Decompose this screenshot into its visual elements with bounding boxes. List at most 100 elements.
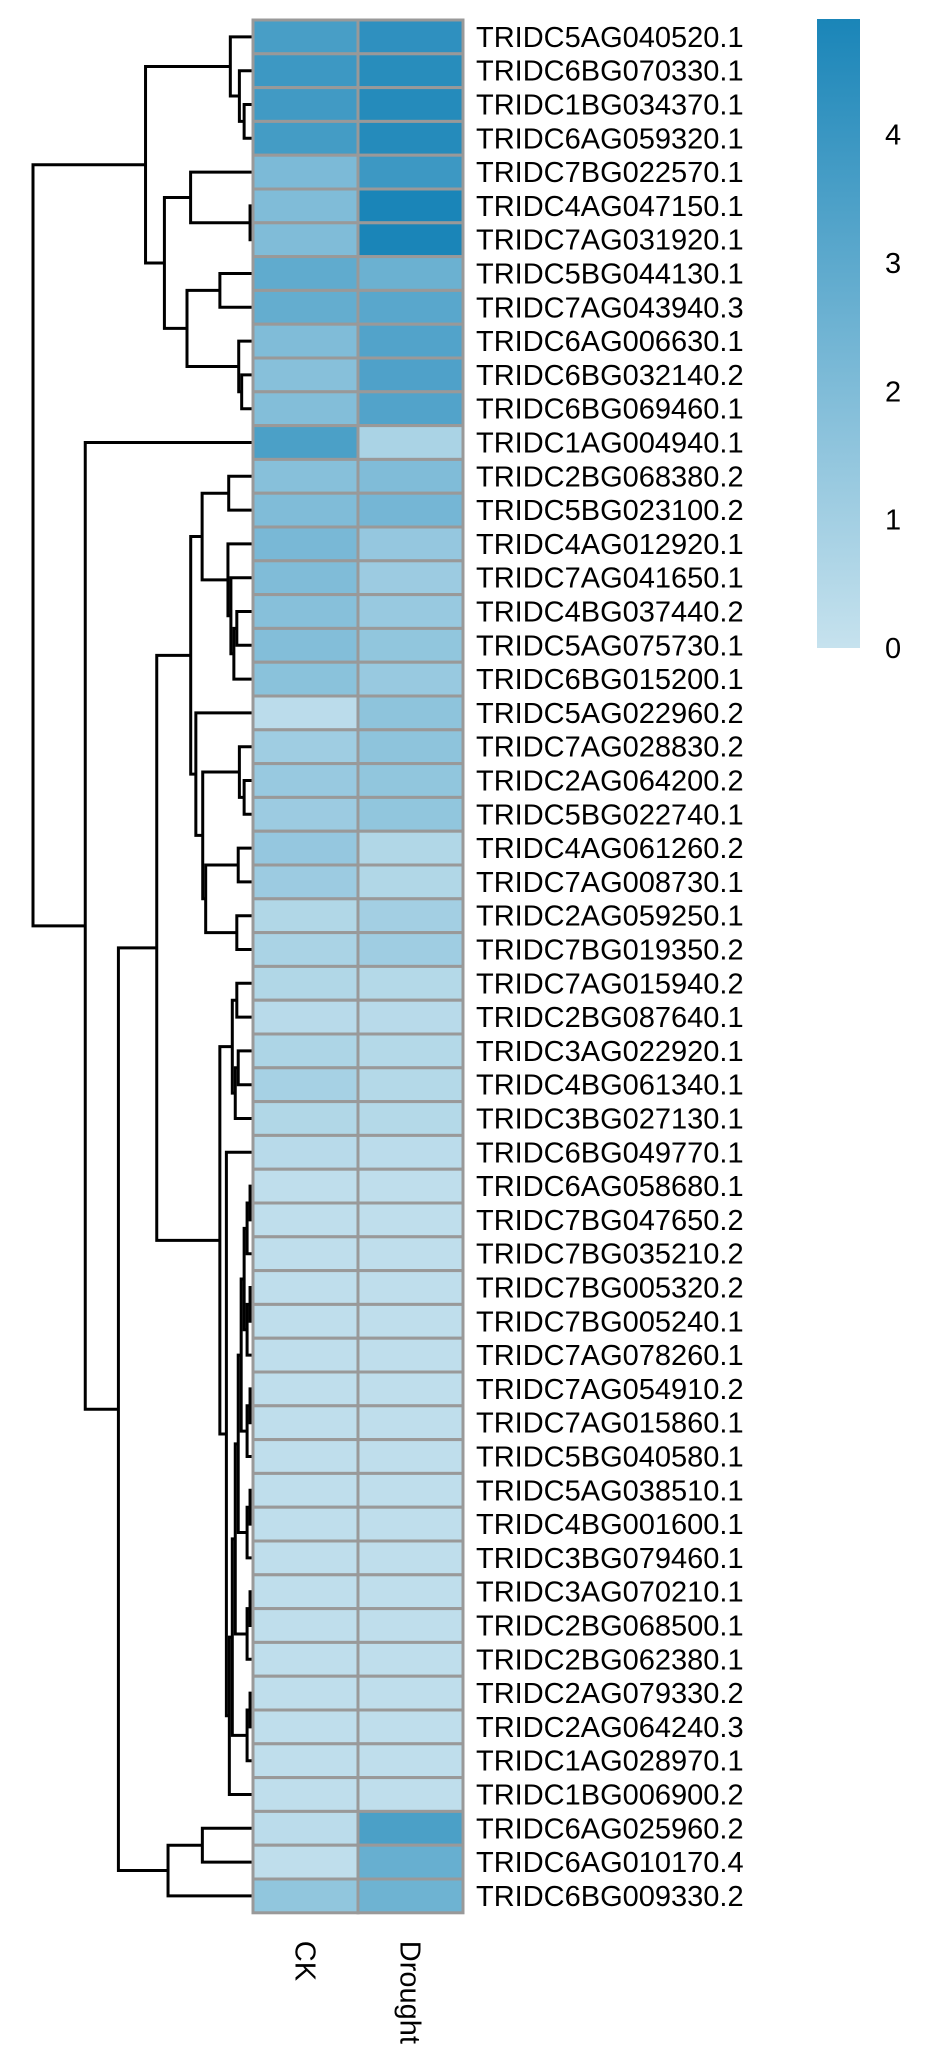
heatmap-cell	[356, 322, 465, 360]
row-label: TRIDC7AG015940.2	[476, 968, 744, 1000]
heatmap-cell	[251, 728, 360, 766]
row-label: TRIDC5BG044130.1	[476, 259, 744, 291]
heatmap-cell	[251, 660, 360, 698]
heatmap-cell	[251, 1708, 360, 1746]
heatmap-cell	[251, 897, 360, 935]
color-legend-tick-label: 4	[885, 120, 901, 152]
row-label: TRIDC6AG058680.1	[476, 1171, 744, 1203]
row-label: TRIDC6BG049770.1	[476, 1137, 744, 1169]
heatmap-cell	[356, 86, 465, 123]
heatmap-cell	[251, 1674, 360, 1712]
heatmap-cell	[251, 1539, 360, 1577]
heatmap-cell	[251, 694, 360, 732]
dendrogram-branch	[218, 272, 253, 309]
row-label: TRIDC5BG023100.2	[476, 495, 744, 527]
heatmap-cell	[251, 119, 360, 157]
dendrogram-branch	[242, 779, 253, 816]
row-label: TRIDC6BG069460.1	[476, 394, 744, 426]
heatmap-cell	[356, 829, 465, 867]
heatmap-cell	[251, 187, 360, 225]
row-label: TRIDC5BG022740.1	[476, 799, 744, 831]
row-label: TRIDC4BG037440.2	[476, 597, 744, 629]
heatmap-cell	[251, 829, 360, 867]
row-label: TRIDC1BG034370.1	[476, 90, 744, 122]
heatmap-cell	[356, 221, 465, 259]
row-dendrogram	[31, 35, 253, 1898]
row-label: TRIDC5BG040580.1	[476, 1442, 744, 1474]
heatmap-cell	[251, 1201, 360, 1239]
dendrogram-branch	[185, 288, 239, 368]
dendrogram-branch	[240, 373, 253, 411]
heatmap-cell	[356, 1336, 465, 1374]
column-label: Drought	[394, 1941, 426, 2044]
heatmap-cell	[251, 1505, 360, 1543]
row-label: TRIDC7AG015860.1	[476, 1408, 744, 1440]
heatmap-cell	[251, 931, 360, 968]
row-label: TRIDC2BG087640.1	[476, 1002, 744, 1034]
heatmap-cell	[251, 18, 360, 56]
heatmap-cell	[251, 1066, 360, 1104]
row-label: TRIDC6AG006630.1	[476, 326, 744, 358]
heatmap-cell	[356, 931, 465, 968]
heatmap-cell	[356, 1776, 465, 1813]
color-legend-tick-label: 0	[885, 633, 901, 665]
heatmap-cell	[356, 1539, 465, 1577]
heatmap-cell	[356, 1742, 465, 1780]
heatmap-cell	[356, 964, 465, 1002]
dendrogram-branch	[235, 914, 253, 951]
heatmap-cell	[251, 491, 360, 529]
dendrogram-branch	[235, 981, 253, 1019]
heatmap-cell	[356, 694, 465, 732]
dendrogram-branch	[155, 653, 220, 1242]
row-label: TRIDC7BG047650.2	[476, 1205, 744, 1237]
heatmap-cell	[356, 457, 465, 495]
dendrogram-branch	[162, 195, 191, 330]
dendrogram-branch	[201, 770, 240, 901]
dendrogram-branch	[200, 491, 229, 582]
heatmap-cell	[356, 390, 465, 428]
row-label: TRIDC3BG079460.1	[476, 1543, 744, 1575]
heatmap-cell	[251, 795, 360, 833]
row-label: TRIDC3AG022920.1	[476, 1036, 744, 1068]
dendrogram-branch	[237, 745, 253, 799]
dendrogram-branch	[236, 1049, 253, 1087]
heatmap-cell	[251, 1235, 360, 1273]
heatmap-cell	[356, 1235, 465, 1273]
heatmap-cell	[356, 1167, 465, 1205]
heatmap-cell	[251, 1404, 360, 1442]
heatmap-cell	[356, 1201, 465, 1239]
dendrogram-branch	[144, 64, 231, 265]
heatmap-cell	[356, 119, 465, 157]
dendrogram-branch	[237, 69, 253, 123]
heatmap-cell	[356, 897, 465, 935]
heatmap-cell	[356, 1066, 465, 1104]
heatmap-cell	[356, 1708, 465, 1746]
heatmap-cell	[356, 1438, 465, 1475]
heatmap-cell	[356, 660, 465, 698]
row-label: TRIDC7BG035210.2	[476, 1239, 744, 1271]
heatmap-cell	[251, 153, 360, 191]
row-label: TRIDC6BG015200.1	[476, 664, 744, 696]
heatmap-cell	[356, 153, 465, 191]
row-label: TRIDC4AG061260.2	[476, 833, 744, 865]
heatmap-cell	[251, 863, 360, 901]
dendrogram-branch	[236, 846, 253, 884]
heatmap-cell	[356, 288, 465, 326]
row-label: TRIDC2AG064240.3	[476, 1712, 744, 1744]
heatmap-cell	[356, 1302, 465, 1340]
row-label: TRIDC7AG031920.1	[476, 225, 744, 257]
heatmap-cell	[251, 1167, 360, 1205]
heatmap-cell	[251, 356, 360, 394]
heatmap-cell	[356, 18, 465, 56]
row-label: TRIDC7AG028830.2	[476, 732, 744, 764]
heatmap-cell	[356, 1269, 465, 1306]
color-legend-bar	[817, 19, 860, 648]
dendrogram-branch	[242, 103, 253, 140]
heatmap-cells	[251, 18, 465, 1915]
heatmap-cell	[251, 221, 360, 259]
row-label: TRIDC1BG006900.2	[476, 1780, 744, 1812]
heatmap-cell	[251, 322, 360, 360]
heatmap-cell	[356, 1471, 465, 1509]
